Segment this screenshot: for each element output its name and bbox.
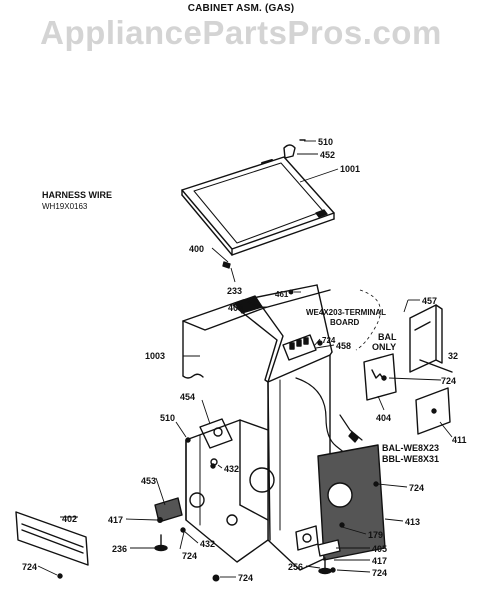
bracket-405 xyxy=(317,539,341,557)
watermark: AppliancePartsPros.com xyxy=(40,14,442,51)
callout-454: 454 xyxy=(180,392,195,402)
callout-724-bottom-right: 724 xyxy=(372,568,387,578)
callout-724-right: 724 xyxy=(441,376,456,386)
diagram-notes: WE4X203-TERMINAL BOARD BAL ONLY BAL-WE8X… xyxy=(306,308,439,464)
parts-ref-line1: BAL-WE8X23 xyxy=(382,443,439,453)
terminal-board-458 xyxy=(282,334,317,361)
rear-panel-413 xyxy=(317,444,386,561)
callout-724-terminal: 724 xyxy=(322,336,336,345)
parts-ref-line2: BBL-WE8X31 xyxy=(382,454,439,464)
leader-32 xyxy=(419,359,453,373)
callout-724-kick: 724 xyxy=(22,562,37,572)
callout-405: 405 xyxy=(372,544,387,554)
kick-panel-402 xyxy=(15,511,89,566)
callout-432-upper: 432 xyxy=(224,464,239,474)
callout-724-rear: 724 xyxy=(409,483,424,493)
terminal-board-note-line1: WE4X203-TERMINAL xyxy=(306,308,386,317)
callout-403: 403 xyxy=(228,303,243,313)
callout-1003: 1003 xyxy=(145,351,165,361)
callout-236-left: 236 xyxy=(112,544,127,554)
callout-417-left: 417 xyxy=(108,515,123,525)
bal-only-note-line2: ONLY xyxy=(372,342,396,352)
bracket-453 xyxy=(154,497,183,523)
callout-233: 233 xyxy=(227,286,242,296)
part-457 xyxy=(409,304,443,373)
panel-404 xyxy=(363,353,397,401)
callout-461: 461 xyxy=(275,290,289,299)
callout-452: 452 xyxy=(320,150,335,160)
callout-417-right: 417 xyxy=(372,556,387,566)
terminal-board-note-line2: BOARD xyxy=(330,318,360,327)
top-panel-1001 xyxy=(181,156,335,256)
callout-458: 458 xyxy=(336,341,351,351)
fasteners xyxy=(57,289,387,582)
bracket-454 xyxy=(199,418,233,449)
callout-432-lower: 432 xyxy=(200,539,215,549)
bal-only-note-line1: BAL xyxy=(378,332,397,342)
callout-32: 32 xyxy=(448,351,458,361)
callout-457: 457 xyxy=(422,296,437,306)
callout-453: 453 xyxy=(141,476,156,486)
callout-413: 413 xyxy=(405,517,420,527)
bracket-256 xyxy=(295,525,319,551)
callout-179: 179 xyxy=(368,530,383,540)
harness-wire-part-number: WH19X0163 xyxy=(42,202,88,211)
callout-510-left: 510 xyxy=(160,413,175,423)
callout-510-top: 510 xyxy=(318,137,333,147)
page-title: CABINET ASM. (GAS) xyxy=(187,3,295,14)
clip-233 xyxy=(222,261,231,269)
harness-wire-title: HARNESS WIRE xyxy=(42,190,113,200)
callout-724-bottom: 724 xyxy=(238,573,253,583)
callout-411: 411 xyxy=(452,435,467,445)
hinge-clip-452 xyxy=(283,144,296,159)
callout-labels: 510 452 1001 400 233 461 457 403 724 458… xyxy=(22,137,467,583)
leveling-leg-236 xyxy=(154,534,168,552)
callout-256: 256 xyxy=(288,562,303,572)
callout-400: 400 xyxy=(189,244,204,254)
callout-1001: 1001 xyxy=(340,164,360,174)
callout-402: 402 xyxy=(62,514,77,524)
callout-404: 404 xyxy=(376,413,391,423)
callout-724-lower: 724 xyxy=(182,551,197,561)
